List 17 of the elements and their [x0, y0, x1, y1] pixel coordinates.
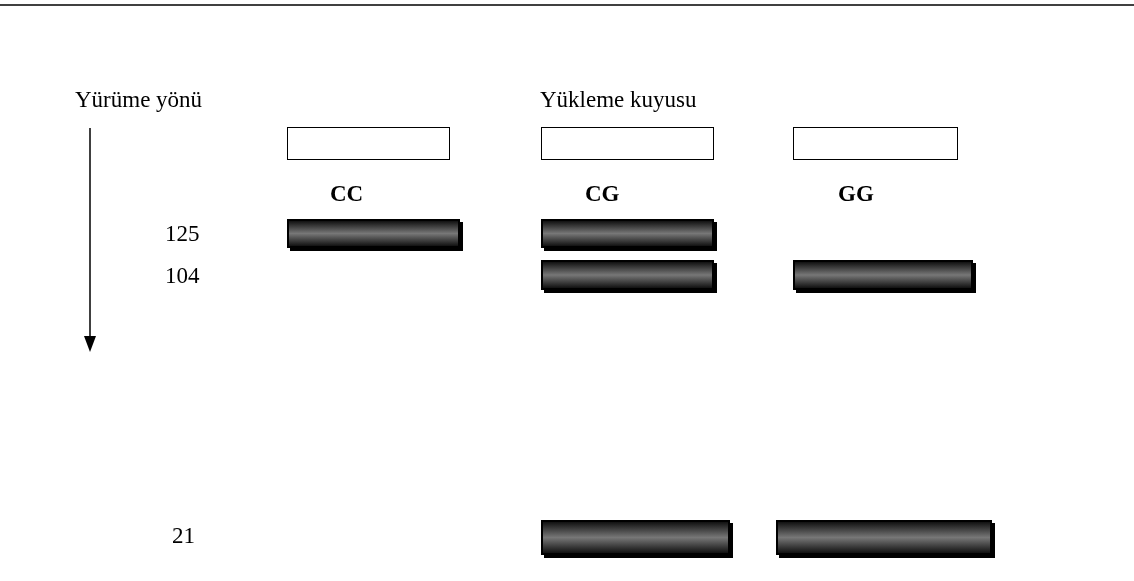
band-size-label: 21	[172, 524, 195, 547]
gel-well	[541, 127, 714, 160]
gel-band	[541, 260, 714, 290]
gel-well	[793, 127, 958, 160]
band-size-label: 125	[165, 222, 200, 245]
direction-label: Yürüme yönü	[75, 88, 203, 111]
lane-label: CC	[330, 182, 364, 205]
lane-label: CG	[585, 182, 620, 205]
gel-well	[287, 127, 450, 160]
gel-band	[541, 219, 714, 248]
gel-band	[287, 219, 460, 248]
gel-band	[793, 260, 973, 290]
gel-band	[776, 520, 992, 555]
lane-label: GG	[838, 182, 874, 205]
well-label: Yükleme kuyusu	[540, 88, 697, 111]
gel-band	[541, 520, 730, 555]
band-size-label: 104	[165, 264, 200, 287]
